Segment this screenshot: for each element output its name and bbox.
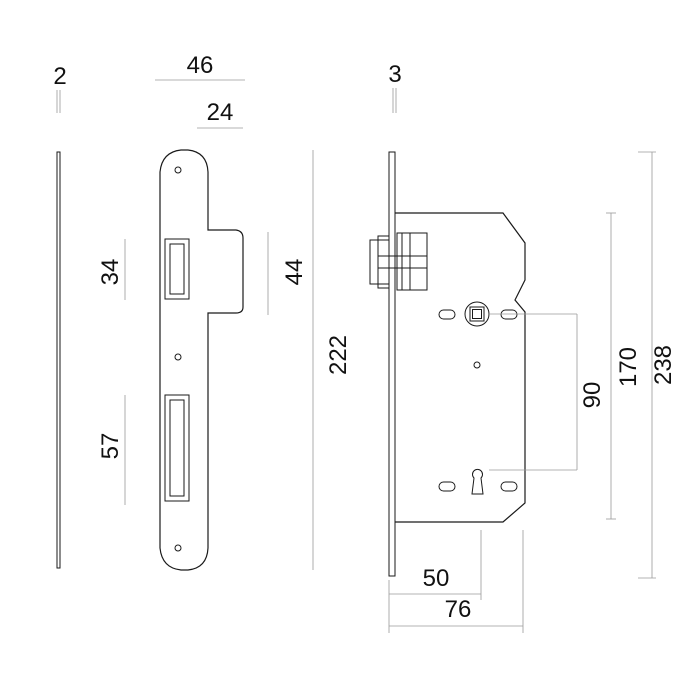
spindle-square-hole: [469, 306, 485, 322]
spindle-hub-outer: [464, 301, 490, 327]
fixing-slot-bottom-left: [438, 481, 456, 492]
strike-screw-hole-bottom: [174, 544, 182, 552]
latch-bolt-tongue: [377, 235, 390, 289]
strike-height-label: 222: [325, 335, 352, 375]
strike-width-label: 46: [187, 52, 214, 79]
fixing-slot-top-left: [438, 309, 456, 320]
strike-screw-hole-top: [174, 166, 182, 174]
case-height-label: 170: [615, 347, 642, 387]
overall-height-label: 238: [650, 345, 677, 385]
fixing-slot-top-right: [500, 309, 518, 320]
strike-plate-outline: [159, 149, 244, 571]
lock-body: 3 90 170: [369, 61, 677, 633]
latch-bolt-guide: [396, 232, 428, 291]
latch-bolt-body: [369, 239, 390, 285]
strike-plate: 46 24 34 44 57 222: [97, 52, 352, 571]
case-depth-label: 76: [445, 596, 472, 623]
strike-screw-hole-middle: [174, 353, 182, 361]
plate-thickness-label: 2: [53, 63, 66, 90]
centers-label: 90: [579, 382, 606, 409]
thin-plate-side-view: 2: [53, 63, 67, 569]
bolt-opening-inner: [169, 399, 185, 497]
latch-opening-inner: [169, 243, 185, 295]
keyhole: [471, 469, 484, 495]
bolt-opening-outer: [164, 394, 190, 502]
latch-opening-outer: [164, 238, 190, 300]
latch-bolt: [369, 232, 428, 291]
thin-plate-outline: [56, 151, 61, 569]
bolt-opening-label: 57: [97, 433, 124, 460]
forend-plate: [388, 151, 396, 577]
fixing-slot-bottom-right: [500, 481, 518, 492]
case-rivet-hole: [473, 361, 481, 369]
lock-case-outline: [395, 212, 526, 523]
tongue-width-label: 24: [207, 99, 234, 126]
spindle-square-inner: [472, 309, 482, 319]
latch-opening-label: 34: [97, 259, 124, 286]
tongue-height-label: 44: [281, 259, 308, 286]
backset-label: 50: [423, 565, 450, 592]
face-thickness-label: 3: [388, 61, 401, 88]
